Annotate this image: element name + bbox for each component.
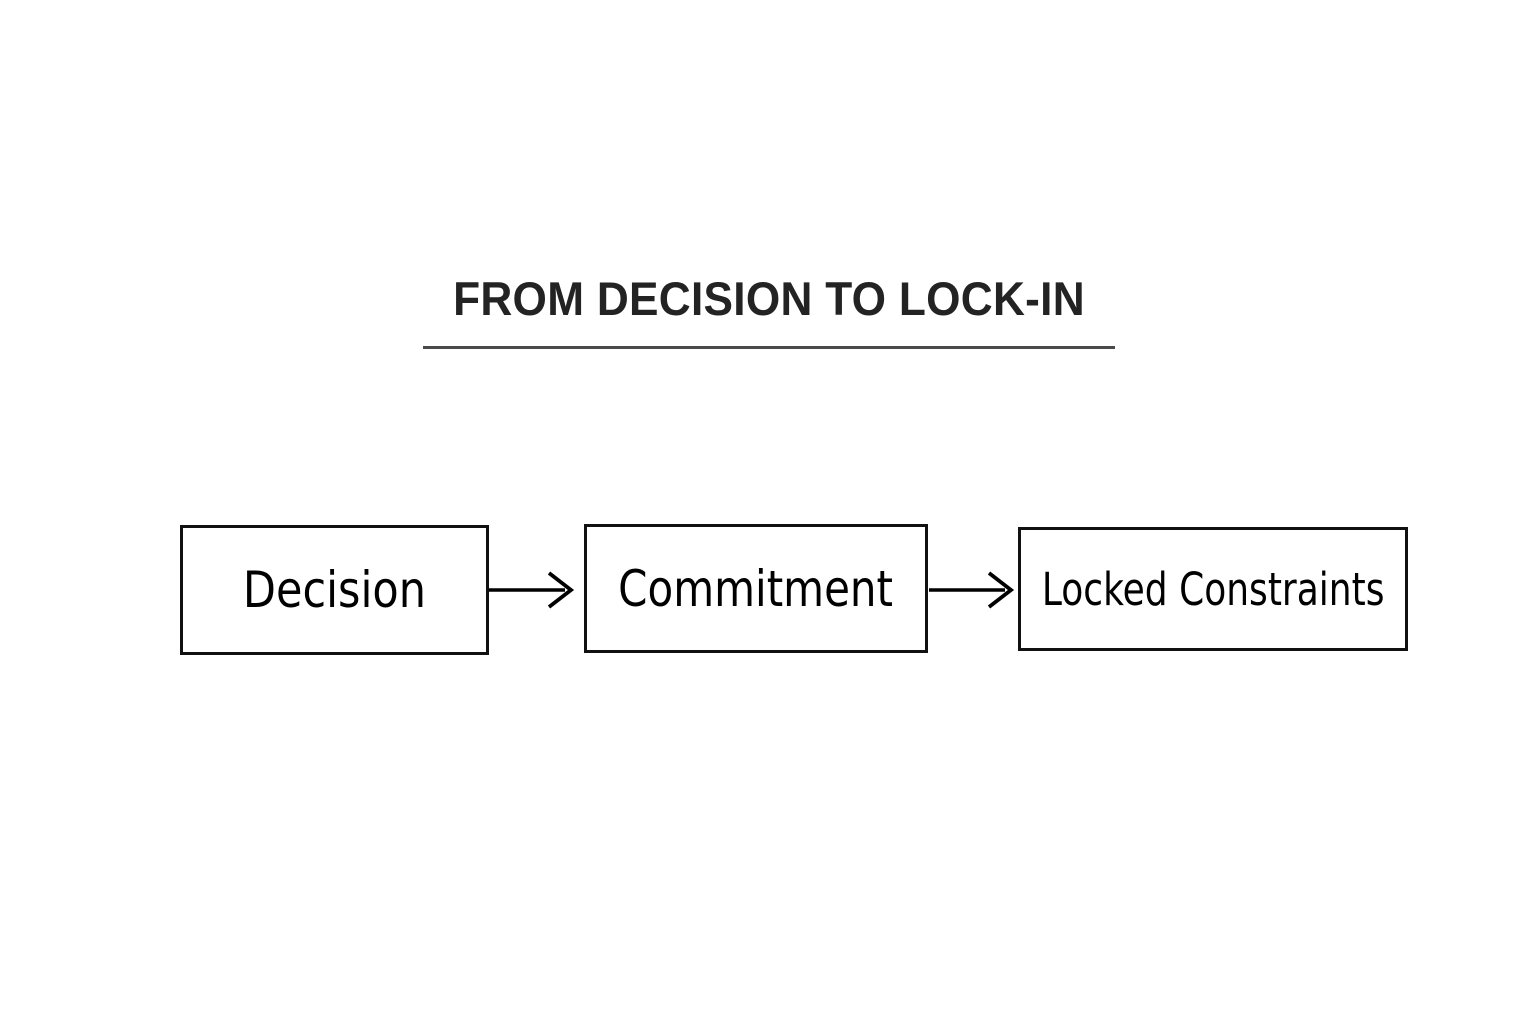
flow-node-label: Commitment [618,559,894,618]
flow-node-locked-constraints[interactable]: Locked Constraints [1018,527,1408,651]
flow-node-decision[interactable]: Decision [180,525,489,655]
title-underline-rule [423,346,1115,349]
flow-arrow-decision-to-commitment [487,562,579,618]
arrow-right-icon [929,571,1015,609]
flow-node-commitment[interactable]: Commitment [584,524,928,653]
flow-node-label: Locked Constraints [1041,562,1385,616]
flow-arrow-commitment-to-locked-constraints [927,562,1019,618]
title-block: FROM DECISION TO LOCK-IN [423,268,1115,352]
flow-node-label: Decision [242,561,427,619]
arrow-right-icon [489,571,575,609]
page-title: FROM DECISION TO LOCK-IN [453,272,1085,325]
